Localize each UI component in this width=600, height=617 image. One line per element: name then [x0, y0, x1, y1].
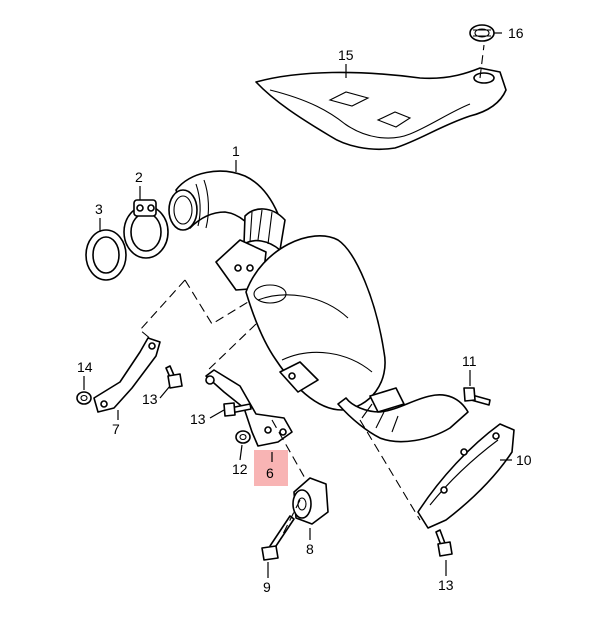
rear-bracket-shield[interactable] — [417, 423, 515, 529]
bolt-11[interactable] — [463, 387, 491, 406]
nut-16[interactable] — [469, 24, 495, 42]
clamp-ring[interactable] — [123, 199, 169, 259]
callout-7: 7 — [112, 421, 120, 437]
callout-8: 8 — [306, 541, 314, 557]
callout-3: 3 — [95, 201, 103, 217]
callout-14: 14 — [77, 359, 93, 375]
callout-11: 11 — [462, 353, 477, 369]
nut-12[interactable] — [235, 430, 251, 444]
callout-9: 9 — [263, 579, 271, 595]
highlight-box — [254, 450, 288, 486]
callout-13-c: 13 — [438, 577, 454, 593]
support-bracket-7[interactable] — [93, 337, 161, 413]
bolt-13-left[interactable] — [165, 365, 183, 389]
leader-lines — [83, 32, 512, 578]
callout-13-b: 13 — [190, 411, 206, 427]
callout-16: 16 — [508, 25, 524, 41]
callout-15: 15 — [338, 47, 354, 63]
bolt-13-bottom[interactable] — [435, 529, 453, 557]
callout-1: 1 — [232, 143, 240, 159]
assembly-lines — [139, 44, 485, 541]
bolt-9[interactable] — [261, 515, 295, 561]
gasket-ring[interactable] — [85, 229, 127, 281]
nut-14[interactable] — [76, 391, 92, 405]
catalytic-converter[interactable] — [168, 170, 469, 443]
callout-6: 6 — [266, 465, 274, 481]
callout-13-a: 13 — [142, 391, 158, 407]
bolt-13-mid[interactable] — [223, 402, 252, 417]
callout-2: 2 — [135, 169, 143, 185]
callout-10: 10 — [516, 452, 532, 468]
callout-labels: 1 2 3 15 16 11 10 14 7 13 13 12 6 8 9 13 — [77, 25, 532, 595]
rubber-mount[interactable] — [292, 477, 329, 525]
heat-shield[interactable] — [255, 67, 507, 151]
callout-12: 12 — [232, 461, 248, 477]
